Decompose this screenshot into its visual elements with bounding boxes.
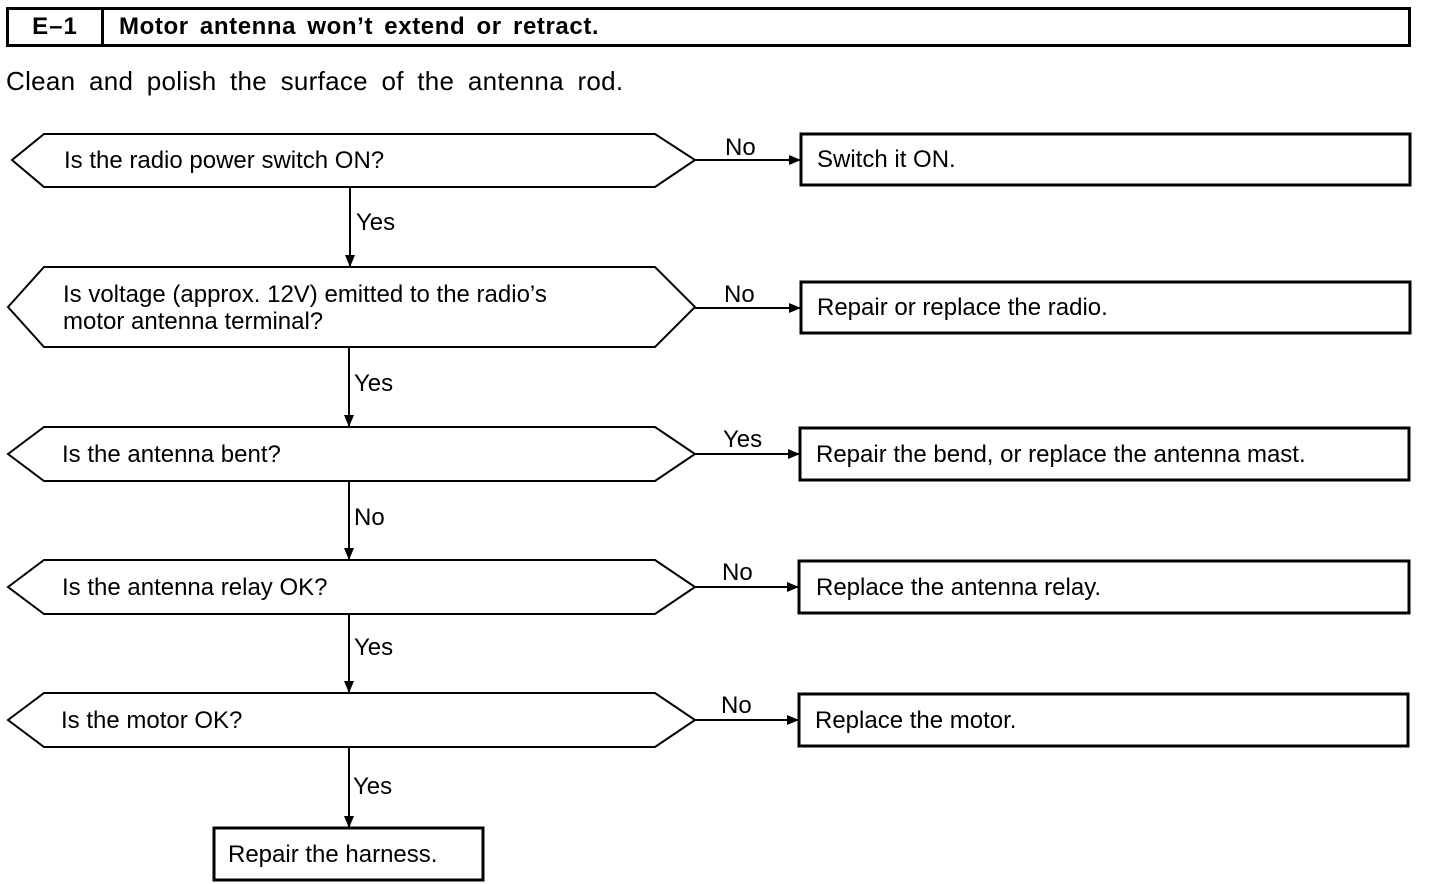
decision-question-3: Is the antenna bent? bbox=[62, 441, 281, 468]
branch-label-5: No bbox=[721, 692, 752, 719]
action-text-5: Replace the motor. bbox=[815, 707, 1017, 734]
flow-label-1: Yes bbox=[356, 209, 396, 236]
action-text-2: Repair or replace the radio. bbox=[817, 294, 1108, 321]
action-text-1: Switch it ON. bbox=[817, 146, 956, 173]
decision-question-2-line1: Is voltage (approx. 12V) emitted to the … bbox=[63, 281, 547, 308]
action-box-3 bbox=[798, 426, 1411, 482]
action-box-2 bbox=[799, 280, 1412, 335]
branch-label-2: No bbox=[724, 281, 755, 308]
final-action-text: Repair the harness. bbox=[228, 841, 438, 868]
branch-label-3: Yes bbox=[723, 426, 763, 453]
action-box-4 bbox=[797, 559, 1411, 615]
intro-instruction: Clean and polish the surface of the ante… bbox=[6, 66, 624, 96]
flow-label-4: Yes bbox=[354, 634, 394, 661]
flow-label-5: Yes bbox=[353, 773, 393, 800]
final-action-box bbox=[212, 826, 485, 882]
action-text-3: Repair the bend, or replace the antenna … bbox=[816, 441, 1306, 468]
decision-question-1: Is the radio power switch ON? bbox=[64, 147, 385, 174]
branch-label-1: No bbox=[725, 134, 756, 161]
header-box: E–1 Motor antenna won’t extend or retrac… bbox=[6, 7, 1411, 47]
action-text-4: Replace the antenna relay. bbox=[816, 574, 1102, 601]
flow-label-2: Yes bbox=[354, 370, 394, 397]
trouble-code: E–1 bbox=[9, 10, 104, 44]
symptom-title: Motor antenna won’t extend or retract. bbox=[119, 13, 600, 40]
decision-question-5: Is the motor OK? bbox=[61, 707, 243, 734]
decision-question-2-line2: motor antenna terminal? bbox=[63, 308, 324, 335]
decision-question-4: Is the antenna relay OK? bbox=[62, 574, 328, 601]
flow-label-3: No bbox=[354, 504, 385, 531]
action-box-1 bbox=[799, 132, 1412, 187]
branch-label-4: No bbox=[722, 559, 753, 586]
action-box-5 bbox=[797, 692, 1410, 748]
